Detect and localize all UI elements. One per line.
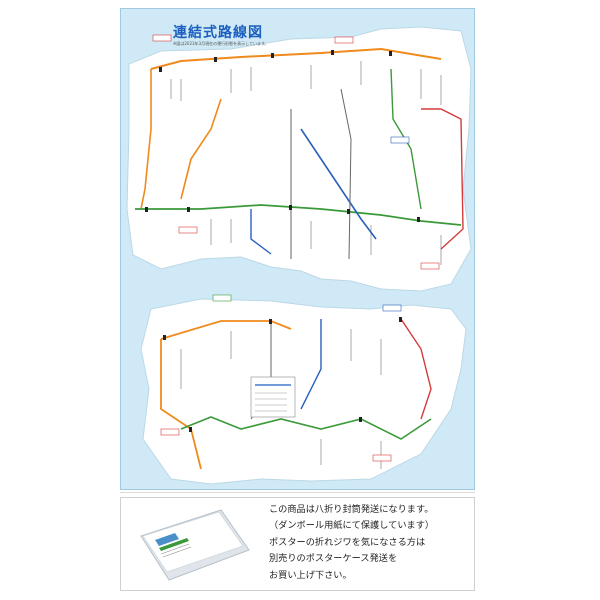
poster-subtitle: ※図は2023年3月現在の運行形態を表示しています。: [173, 41, 269, 46]
notice-line: この商品は八折り封筒発送になります。: [269, 504, 434, 515]
line-label-boxes: [152, 34, 440, 462]
green-line: [135, 204, 462, 226]
route-map-poster: 連結式路線図 ※図は2023年3月現在の運行形態を表示しています。: [120, 8, 475, 490]
lower-blue-line: [300, 319, 322, 410]
lower-red-line: [400, 318, 432, 420]
route-map-graphic: [126, 26, 472, 485]
legend-panel: [250, 376, 296, 418]
poster-title: 連結式路線図: [173, 25, 263, 41]
orange-line-branch: [180, 98, 222, 200]
lower-orange-line: [160, 320, 292, 470]
orange-line-west: [140, 69, 152, 210]
station-markers: [145, 50, 420, 432]
station-name-ticks: [170, 61, 442, 469]
envelope-icon: [135, 506, 255, 586]
shipping-notice-box: この商品は八折り封筒発送になります。 （ダンボール用紙にて保護しています） ポス…: [120, 497, 475, 591]
gray-line-2: [340, 88, 352, 260]
orange-line: [150, 47, 442, 70]
section-divider: [120, 492, 475, 493]
lower-land: [140, 298, 467, 485]
green-line-north: [390, 68, 422, 210]
blue-line-2: [250, 209, 272, 255]
shipping-notice-text: この商品は八折り封筒発送になります。 （ダンボール用紙にて保護しています） ポス…: [269, 502, 469, 584]
notice-line: （ダンボール用紙にて保護しています）: [269, 520, 435, 532]
lower-green-line: [180, 416, 432, 440]
notice-line: 別売りのポスターケース発送を: [269, 553, 398, 565]
red-line: [421, 108, 464, 250]
notice-line: お買い上げ下さい。: [269, 569, 352, 581]
upper-land: [126, 26, 472, 292]
blue-line: [300, 128, 377, 240]
notice-line: ポスターの折れジワを気になさる方は: [269, 536, 426, 548]
